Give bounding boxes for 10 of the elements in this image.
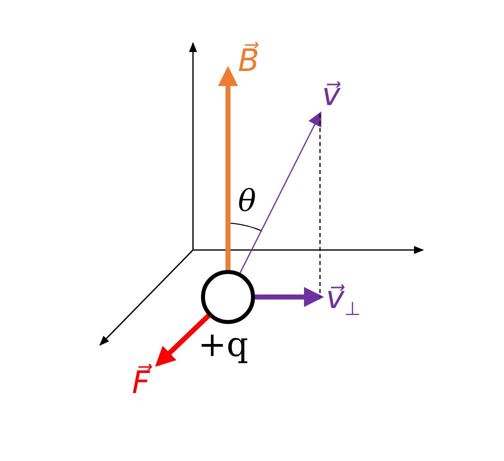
- circle-symbol: [201, 270, 255, 324]
- vector-arrow: [253, 287, 324, 307]
- charge-label: +q: [198, 328, 248, 362]
- angle-label: θ: [238, 187, 256, 217]
- vector-label: v⃗: [322, 80, 340, 111]
- projection-line: [319, 114, 321, 297]
- vector-arrow: [238, 111, 322, 275]
- vector-arrow: [155, 312, 212, 367]
- vector-label: v⃗$_{⊥}$: [326, 283, 361, 320]
- vector-arrow: [218, 66, 238, 272]
